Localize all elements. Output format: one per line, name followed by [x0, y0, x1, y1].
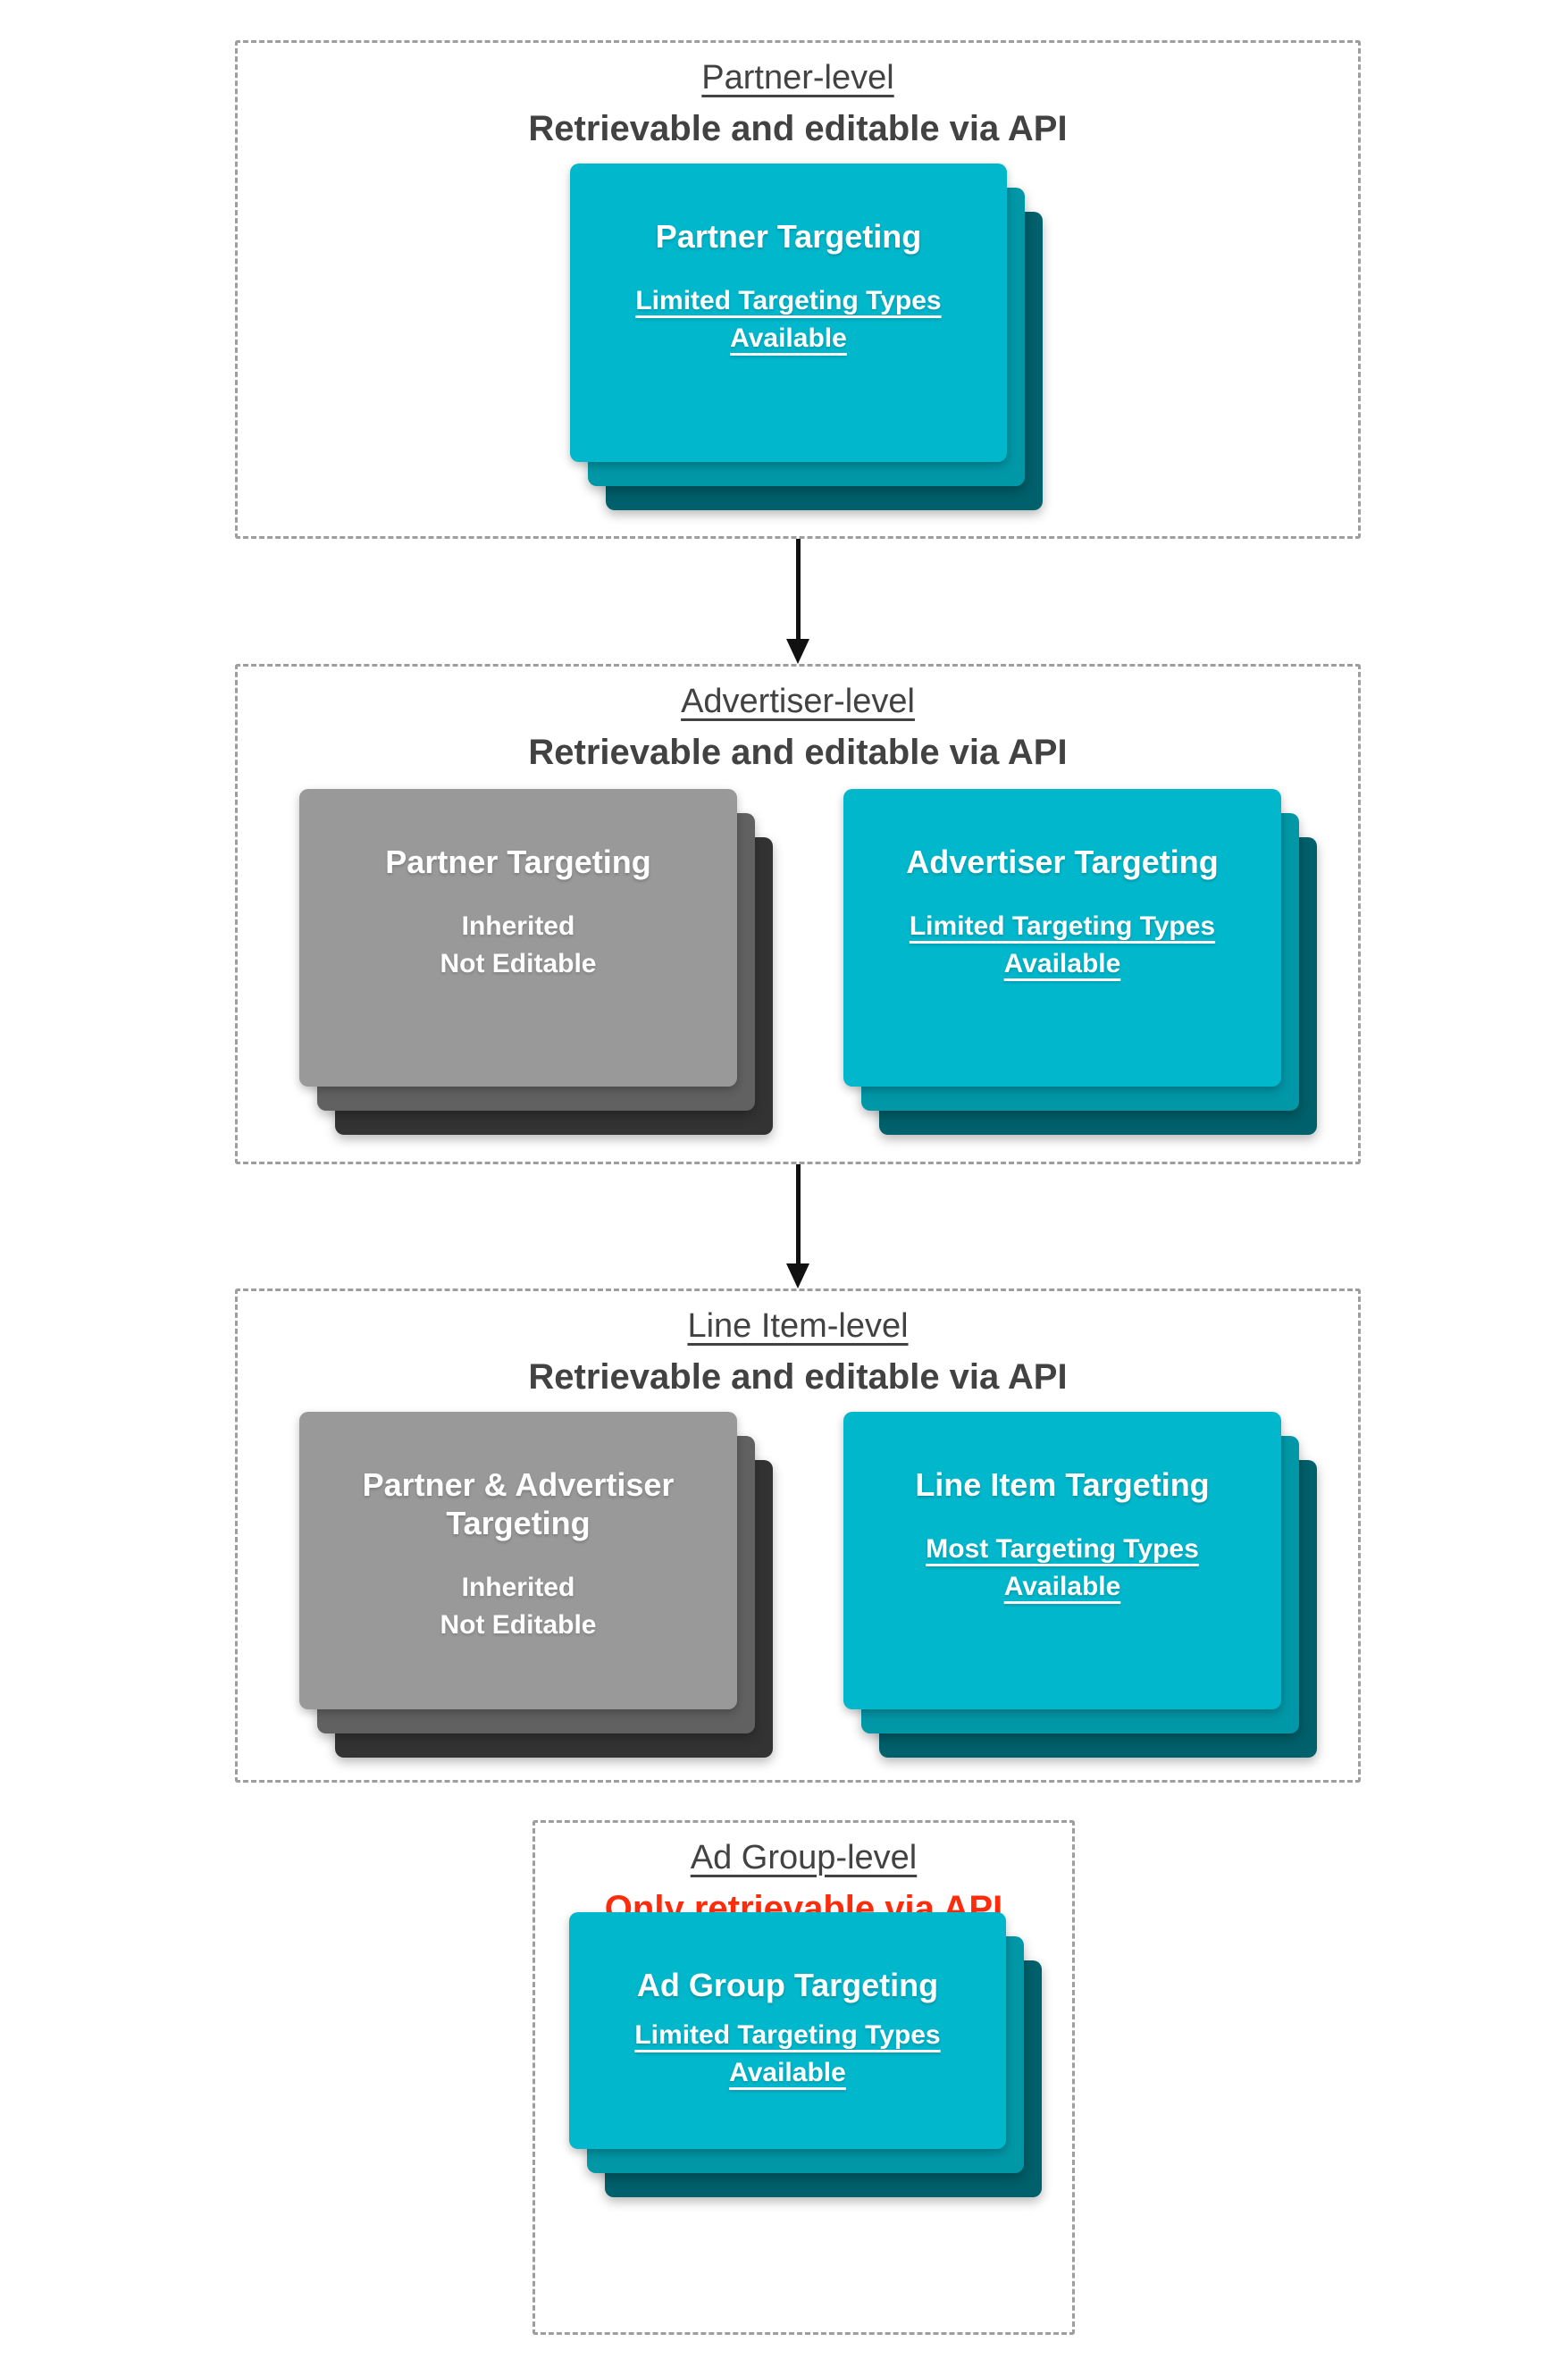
- section-partner-level: Partner-level Retrievable and editable v…: [235, 40, 1361, 539]
- card-subtext: Inherited Not Editable: [440, 908, 596, 983]
- card-subline: Limited Targeting Types: [635, 286, 942, 316]
- card-ad-group-targeting: Ad Group Targeting Limited Targeting Typ…: [569, 1912, 1006, 2149]
- section-subtitle: Retrievable and editable via API: [528, 732, 1068, 772]
- card-partner-targeting: Partner Targeting Limited Targeting Type…: [570, 164, 1007, 462]
- section-title: Advertiser-level: [681, 683, 915, 720]
- card-subline: Available: [1003, 949, 1121, 979]
- card-subline: Most Targeting Types: [926, 1534, 1199, 1565]
- card-face: Advertiser Targeting Limited Targeting T…: [843, 789, 1281, 1087]
- card-face: Ad Group Targeting Limited Targeting Typ…: [569, 1912, 1006, 2149]
- card-line-item-targeting: Line Item Targeting Most Targeting Types…: [843, 1412, 1281, 1709]
- card-subline: Not Editable: [440, 949, 597, 979]
- card-subtext: Most Targeting Types Available: [926, 1531, 1199, 1606]
- card-title: Partner & Advertiser Targeting: [362, 1466, 675, 1542]
- section-advertiser-level: Advertiser-level Retrievable and editabl…: [235, 664, 1361, 1164]
- card-face: Partner & Advertiser Targeting Inherited…: [299, 1412, 737, 1709]
- card-subline: Available: [730, 323, 847, 354]
- section-line-item-level: Line Item-level Retrievable and editable…: [235, 1288, 1361, 1783]
- section-subtitle: Retrievable and editable via API: [528, 108, 1068, 148]
- card-face: Partner Targeting Inherited Not Editable: [299, 789, 737, 1087]
- section-title: Line Item-level: [687, 1307, 909, 1345]
- card-face: Partner Targeting Limited Targeting Type…: [570, 164, 1007, 462]
- section-subtitle: Retrievable and editable via API: [528, 1356, 1068, 1397]
- section-ad-group-level: Ad Group-level Only retrievable via API …: [532, 1820, 1075, 2335]
- card-title: Ad Group Targeting: [636, 1967, 939, 2003]
- arrow-shaft: [795, 1164, 801, 1263]
- card-subline: Inherited: [461, 911, 575, 942]
- card-title: Line Item Targeting: [915, 1466, 1210, 1503]
- card-subtext: Limited Targeting Types Available: [910, 908, 1215, 983]
- card-title: Partner Targeting: [655, 218, 922, 255]
- section-title: Ad Group-level: [690, 1839, 918, 1876]
- card-subtext: Limited Targeting Types Available: [635, 282, 941, 357]
- down-arrow-icon: [786, 1164, 809, 1288]
- arrow-head: [786, 1263, 809, 1288]
- card-title: Advertiser Targeting: [906, 844, 1219, 880]
- card-subtext: Limited Targeting Types Available: [634, 2017, 940, 2092]
- card-partner-advertiser-targeting: Partner & Advertiser Targeting Inherited…: [299, 1412, 737, 1709]
- card-advertiser-targeting: Advertiser Targeting Limited Targeting T…: [843, 789, 1281, 1087]
- card-title: Partner Targeting: [385, 844, 651, 880]
- card-subline: Available: [729, 2058, 846, 2088]
- arrow-head: [786, 639, 809, 664]
- card-partner-targeting-inherited: Partner Targeting Inherited Not Editable: [299, 789, 737, 1087]
- section-title: Partner-level: [701, 59, 894, 97]
- card-subline: Limited Targeting Types: [634, 2020, 941, 2051]
- card-subline: Available: [1003, 1572, 1121, 1602]
- arrow-shaft: [795, 539, 801, 639]
- card-subtext: Inherited Not Editable: [440, 1569, 596, 1644]
- card-subline: Not Editable: [440, 1610, 597, 1641]
- down-arrow-icon: [786, 539, 809, 664]
- card-face: Line Item Targeting Most Targeting Types…: [843, 1412, 1281, 1709]
- card-subline: Inherited: [461, 1573, 575, 1603]
- card-subline: Limited Targeting Types: [909, 911, 1216, 942]
